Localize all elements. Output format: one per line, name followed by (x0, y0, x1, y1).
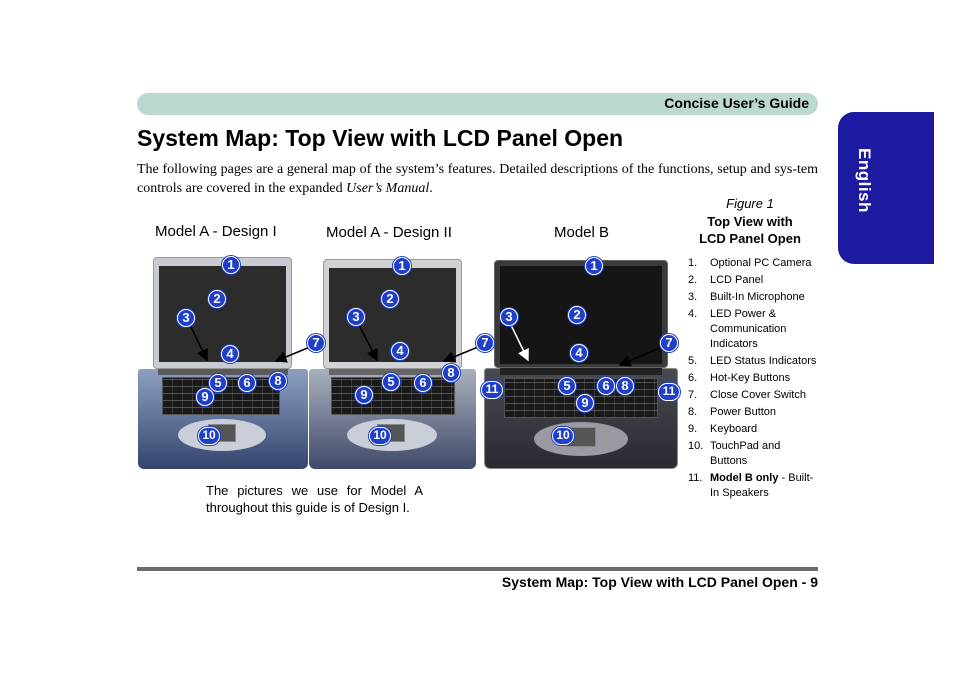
legend-item: 1.Optional PC Camera (688, 257, 812, 269)
legend-item: 6.Hot-Key Buttons (688, 372, 791, 384)
callout-3: 3 (500, 308, 518, 326)
legend-item: 2.LCD Panel (688, 274, 764, 286)
callout-5: 5 (382, 373, 400, 391)
callout-4: 4 (391, 342, 409, 360)
callout-4: 4 (221, 345, 239, 363)
callout-8: 8 (442, 364, 460, 382)
callout-10: 10 (198, 427, 220, 445)
callout-6: 6 (597, 377, 615, 395)
intro-paragraph: The following pages are a general map of… (137, 162, 818, 196)
callout-8: 8 (269, 372, 287, 390)
callout-11: 11 (658, 383, 680, 401)
legend-item: 10.TouchPad and Buttons (688, 440, 781, 467)
language-tab-label: English (855, 148, 874, 213)
callout-7: 7 (476, 334, 494, 352)
callout-2: 2 (568, 306, 586, 324)
legend-item: 7.Close Cover Switch (688, 389, 806, 401)
header-title: Concise User’s Guide (664, 95, 809, 111)
language-tab[interactable]: English (838, 112, 934, 264)
footer-rule (137, 567, 818, 571)
callout-3: 3 (177, 309, 195, 327)
legend-item: 3.Built-In Microphone (688, 291, 805, 303)
legend-item: 9.Keyboard (688, 423, 758, 435)
figure-caption: Figure 1 Top View with LCD Panel Open (688, 195, 812, 247)
callout-2: 2 (208, 290, 226, 308)
design-note: The pictures we use for Model A througho… (206, 483, 423, 515)
callout-7: 7 (660, 334, 678, 352)
callout-8: 8 (616, 377, 634, 395)
figure-legend: 1.Optional PC Camera 2.LCD Panel 3.Built… (688, 256, 820, 503)
callout-5: 5 (558, 377, 576, 395)
callout-6: 6 (414, 374, 432, 392)
figure-title-line1: Top View with (707, 214, 793, 229)
callout-9: 9 (355, 386, 373, 404)
model-a-design-1-label: Model A - Design I (155, 223, 277, 240)
page-title: System Map: Top View with LCD Panel Open (137, 125, 624, 151)
model-a-design-2-label: Model A - Design II (326, 224, 452, 241)
callout-9: 9 (576, 394, 594, 412)
callout-3: 3 (347, 308, 365, 326)
model-b-label: Model B (554, 224, 610, 241)
callout-5: 5 (209, 374, 227, 392)
figure-number: Figure 1 (726, 196, 774, 211)
callout-10: 10 (552, 427, 574, 445)
manual-reference: User’s Manual (346, 181, 430, 196)
legend-item: 11.Model B only - Built-In Speakers (688, 472, 814, 499)
callout-1: 1 (585, 257, 603, 275)
callout-10: 10 (369, 427, 391, 445)
callout-1: 1 (393, 257, 411, 275)
footer-page-title: System Map: Top View with LCD Panel Open… (501, 574, 818, 590)
callout-2: 2 (381, 290, 399, 308)
callout-11: 11 (481, 381, 503, 399)
legend-item: 5.LED Status Indicators (688, 355, 817, 367)
laptop-model-b (484, 260, 678, 469)
callout-1: 1 (222, 256, 240, 274)
laptop-model-a-design-1 (138, 257, 308, 469)
callout-4: 4 (570, 344, 588, 362)
header-bar: Concise User’s Guide (137, 93, 818, 115)
callout-9: 9 (196, 388, 214, 406)
callout-7: 7 (307, 334, 325, 352)
figure-title-line2: LCD Panel Open (699, 231, 801, 246)
callout-6: 6 (238, 374, 256, 392)
legend-item: 4.LED Power & Communication Indicators (688, 308, 787, 350)
legend-item: 8.Power Button (688, 406, 777, 418)
